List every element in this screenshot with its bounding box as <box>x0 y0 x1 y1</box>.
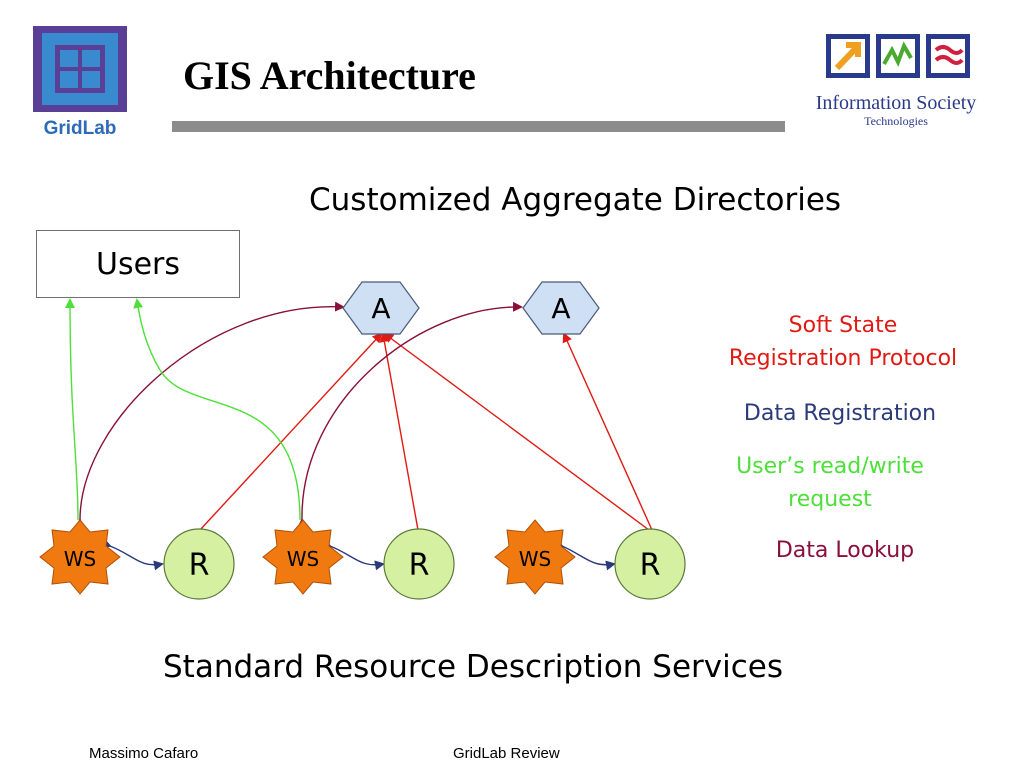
user-rw-arrow-2 <box>133 298 301 521</box>
legend-user-read-write: User’s read/write request <box>736 454 924 512</box>
soft-state-arrow-4 <box>562 332 653 531</box>
legend-data-lookup: Data Lookup <box>775 538 915 563</box>
data-registration-arrow-1 <box>100 538 164 571</box>
gridlab-logo-text: GridLab <box>44 118 117 138</box>
ws-label-3: WS <box>519 547 551 571</box>
ws-node-3: WS <box>494 519 576 595</box>
ist-logo: Information Society Technologies <box>816 34 977 128</box>
legend-soft-state: Soft State Registration Protocol <box>728 313 958 371</box>
resource-node-3: R <box>614 528 686 600</box>
aggregate-label-2: A <box>551 292 570 325</box>
resource-label-1: R <box>189 548 210 583</box>
ws-node-2: WS <box>262 519 344 595</box>
resource-label-2: R <box>409 548 430 583</box>
aggregate-node-2: A <box>522 281 600 335</box>
gridlab-logo: GridLab <box>33 26 127 138</box>
data-lookup-arrow-2 <box>297 301 523 529</box>
ws-label-2: WS <box>287 547 319 571</box>
data-registration-arrow-2 <box>320 538 385 571</box>
soft-state-arrow-3 <box>383 332 650 531</box>
data-lookup-arrow-1 <box>74 301 345 529</box>
slide-title: GIS Architecture <box>183 53 476 98</box>
users-box: Users <box>36 230 240 298</box>
data-registration-arrow-3 <box>552 538 616 571</box>
resource-node-1: R <box>163 528 235 600</box>
resource-label-3: R <box>640 548 661 583</box>
user-rw-arrow-1 <box>65 298 79 521</box>
title-rule <box>172 121 785 132</box>
soft-state-arrow-2 <box>379 332 419 531</box>
footer-title: GridLab Review <box>453 745 560 762</box>
soft-state-arrow-1 <box>199 332 383 531</box>
resource-services-heading: Standard Resource Description Services <box>163 649 784 685</box>
ws-node-1: WS <box>39 519 121 595</box>
aggregate-node-1: A <box>342 281 420 335</box>
ist-logo-line2: Technologies <box>864 114 928 128</box>
ist-logo-line1: Information Society <box>816 92 977 114</box>
aggregate-label-1: A <box>371 292 390 325</box>
legend-data-registration: Data Registration <box>743 401 937 426</box>
resource-node-2: R <box>383 528 455 600</box>
aggregate-directories-heading: Customized Aggregate Directories <box>309 182 842 218</box>
ws-label-1: WS <box>64 547 96 571</box>
footer-author: Massimo Cafaro <box>89 745 199 762</box>
